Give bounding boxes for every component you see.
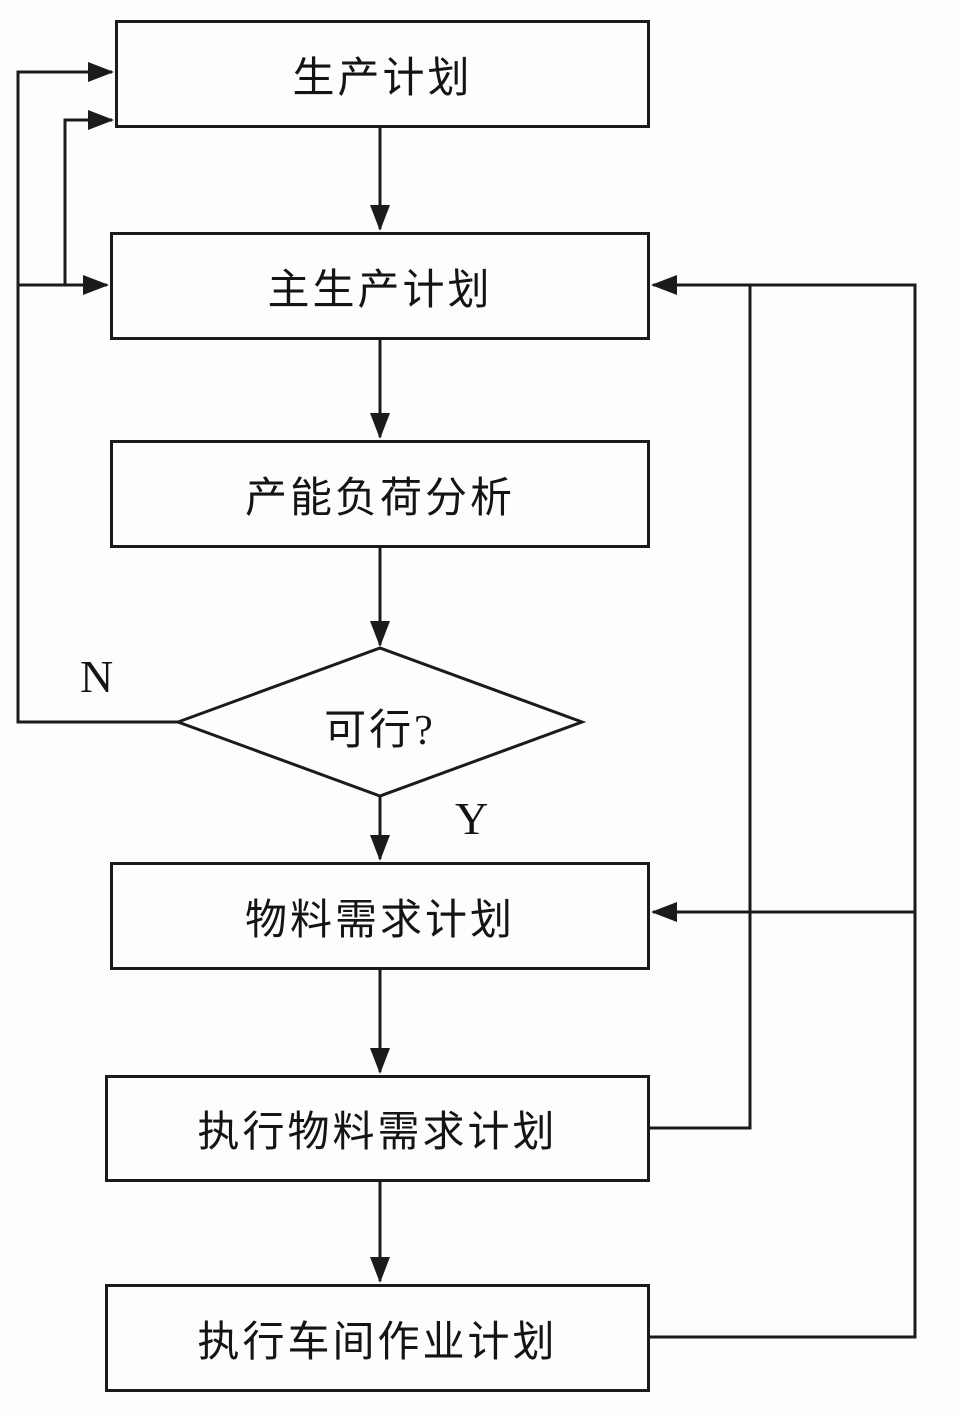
- edge-exec-mrp-to-master: [650, 275, 752, 1130]
- process-box-production-plan: 生产计划: [115, 20, 650, 128]
- process-box-execute-mrp: 执行物料需求计划: [105, 1075, 650, 1182]
- process-box-master-production-plan: 主生产计划: [110, 232, 650, 340]
- edge-exec-shopfloor-up-to-master: [650, 283, 917, 1339]
- process-box-production-plan-label: 生产计划: [292, 55, 473, 102]
- edge-decision-no-to-production: [16, 62, 180, 724]
- process-box-execute-shop-floor-plan: 执行车间作业计划: [105, 1284, 650, 1392]
- process-box-execute-shop-floor-plan-label: 执行车间作业计划: [197, 1319, 558, 1366]
- process-box-material-requirements-plan-label: 物料需求计划: [244, 897, 515, 944]
- process-box-execute-mrp-label: 执行物料需求计划: [197, 1110, 558, 1156]
- process-box-material-requirements-plan: 物料需求计划: [110, 862, 650, 970]
- process-box-capacity-load-analysis: 产能负荷分析: [110, 440, 650, 548]
- process-box-master-production-plan-label: 主生产计划: [267, 267, 493, 314]
- decision-feasible-label: 可行?: [324, 708, 436, 754]
- branch-label-no: N: [80, 651, 114, 702]
- edge-inner-loop-to-production: [63, 110, 114, 285]
- process-box-capacity-load-analysis-label: 产能负荷分析: [244, 475, 515, 522]
- branch-label-yes: Y: [455, 793, 489, 844]
- decision-diamond: [173, 646, 587, 798]
